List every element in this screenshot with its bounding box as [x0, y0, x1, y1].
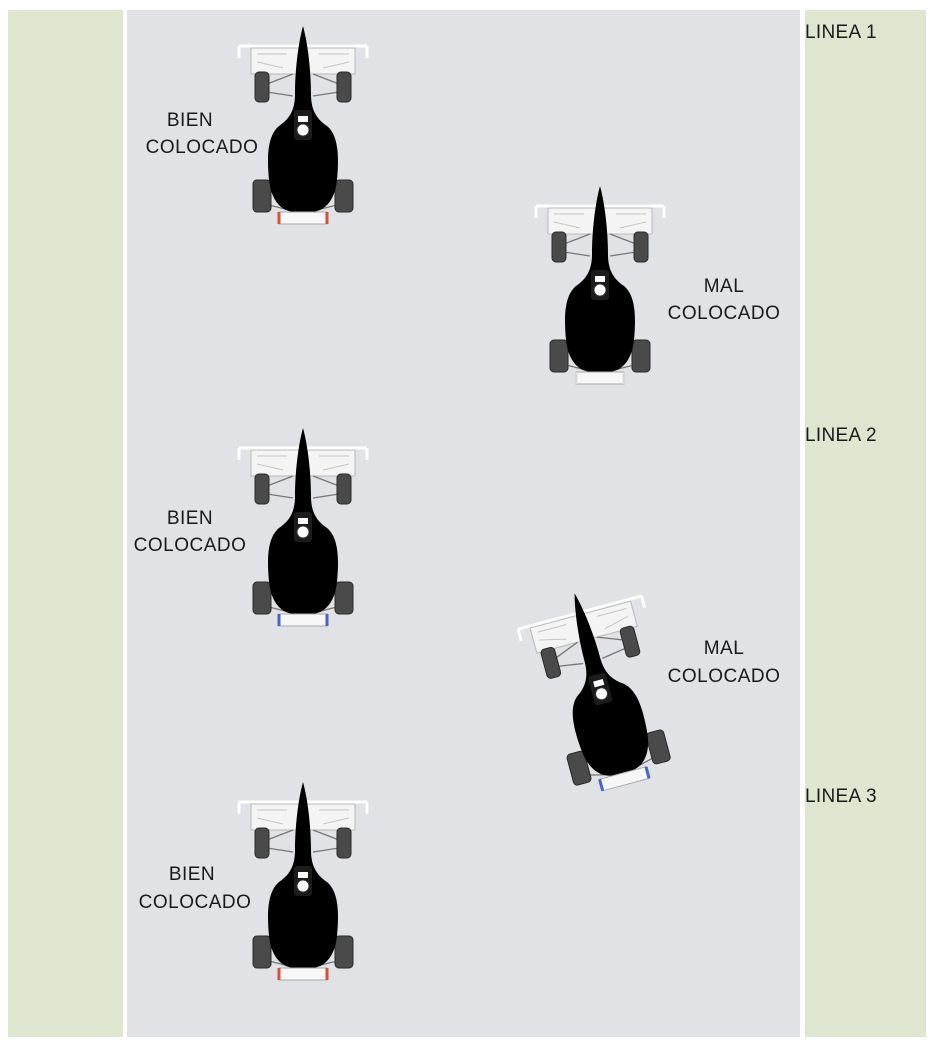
- grass-left: [8, 10, 123, 1037]
- grass-right: [805, 10, 926, 1037]
- car-3-label-line1: BIEN: [167, 508, 213, 529]
- car-5-label-line2: COLOCADO: [139, 892, 252, 913]
- car-4-label-line1: MAL: [704, 638, 745, 659]
- car-2-label-line2: COLOCADO: [668, 303, 781, 324]
- line-1-label: LINEA 1: [805, 22, 877, 43]
- car-3-label-line2: COLOCADO: [134, 535, 247, 556]
- car-4-label-line2: COLOCADO: [668, 666, 781, 687]
- line-2-label: LINEA 2: [805, 425, 877, 446]
- car-1-label-line1: BIEN: [167, 110, 213, 131]
- track-surface: [127, 10, 800, 1037]
- car-5-label-line1: BIEN: [169, 864, 215, 885]
- car-2-label-line1: MAL: [704, 276, 745, 297]
- line-3-label: LINEA 3: [805, 786, 877, 807]
- car-1-label-line2: COLOCADO: [146, 137, 259, 158]
